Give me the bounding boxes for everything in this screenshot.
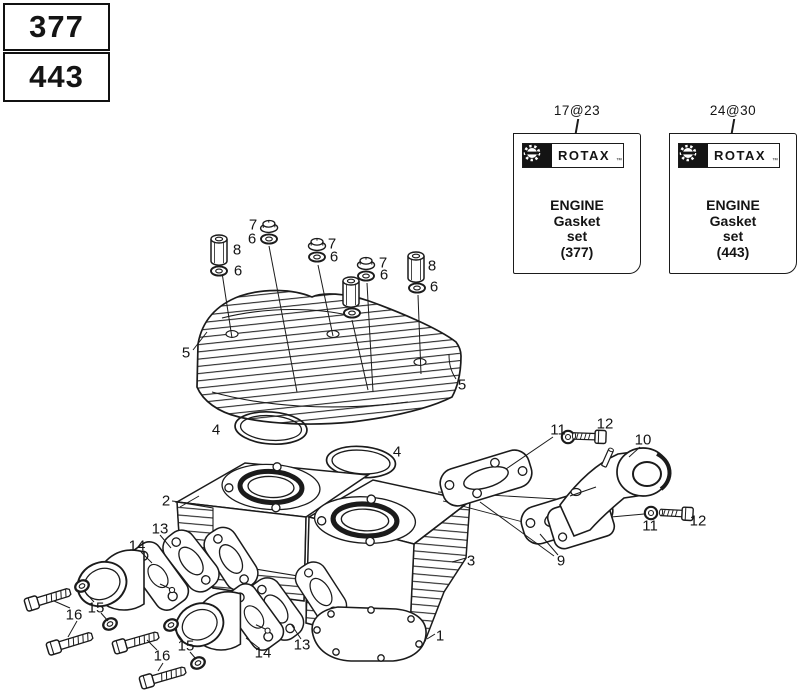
exhaust-manifold [546,447,672,550]
rotax-trademark: ™ [772,158,778,164]
callout-5-11: 5 [457,376,467,394]
callout-7-0: 7 [248,216,258,234]
cylinder-head [196,289,462,425]
gasket-set-package-443: 24@30 ROTAX ™ ENGINE Gasket set (443) [669,103,797,274]
gasket-set-package-377: 17@23 ROTAX ™ ENGINE Gasket set (377) [513,103,641,274]
package-box: ROTAX ™ ENGINE Gasket set (443) [669,133,797,274]
callout-11-29: 11 [642,517,658,535]
stud-alignment-lines [220,245,422,393]
model-badge-label: 443 [29,59,84,94]
callout-13-22: 13 [293,636,311,654]
base-gasket [311,606,427,662]
callout-6-1: 6 [247,230,257,248]
package-text-line: ENGINE [550,197,604,213]
callout-8-2: 8 [232,241,242,259]
package-ref-label: 24@30 [709,103,757,118]
exhaust-gasket-upper [435,445,537,511]
rotax-gear-icon [523,144,552,167]
package-text-line: Gasket [709,212,757,229]
manifold-pin [601,447,614,468]
package-text-line: Gasket [553,212,601,229]
rotax-logo: ROTAX ™ [522,143,624,168]
callout-8-8: 8 [427,257,437,275]
callout-12-27: 12 [596,415,614,433]
callout-12-30: 12 [689,512,707,530]
callout-16-20: 16 [153,647,171,665]
rotax-logo: ROTAX ™ [678,143,780,168]
package-leader-line [731,119,735,133]
callout-1-23: 1 [435,627,445,645]
callout-10-28: 10 [634,431,652,449]
model-badge-label: 377 [29,9,84,44]
model-badge-443: 443 [3,52,110,102]
head-o-ring-left [234,410,308,446]
callout-7-6: 7 [378,254,388,272]
callout-3-24: 3 [466,552,476,570]
callout-6-3: 6 [233,262,243,280]
package-text-line: set [566,228,588,244]
callout-14-16: 14 [128,537,146,555]
callout-13-15: 13 [151,520,169,538]
package-text-line: set [722,228,744,244]
callout-2-14: 2 [161,492,171,510]
callout-14-21: 14 [254,644,272,662]
callout-leader-lines [53,331,645,672]
package-text-line: (443) [716,243,750,260]
package-leader-line [575,119,579,133]
callout-6-5: 6 [329,248,339,266]
package-text-line: (377) [560,243,594,260]
rotax-brand-text: ROTAX [713,148,767,163]
callout-6-9: 6 [429,278,439,296]
rotax-gear-icon [679,144,708,167]
callout-15-19: 15 [177,637,195,655]
package-box: ROTAX ™ ENGINE Gasket set (377) [513,133,641,274]
callout-5-10: 5 [181,344,191,362]
rotax-trademark: ™ [616,158,622,164]
package-text-line: ENGINE [706,197,760,213]
rotax-brand-text: ROTAX [557,148,611,163]
callout-16-18: 16 [65,606,83,624]
manifold-bolt-lower [658,505,695,522]
callout-9-25: 9 [556,552,566,570]
package-text: ENGINE Gasket set (377) [514,197,640,260]
callout-4-13: 4 [392,443,402,461]
package-ref-label: 17@23 [553,103,601,118]
callout-4-12: 4 [211,421,221,439]
callout-6-7: 6 [379,266,389,284]
callout-15-17: 15 [87,599,105,617]
callout-11-26: 11 [550,421,566,439]
callout-7-4: 7 [327,235,337,253]
model-badge-377: 377 [3,3,110,51]
package-text: ENGINE Gasket set (443) [670,197,796,260]
